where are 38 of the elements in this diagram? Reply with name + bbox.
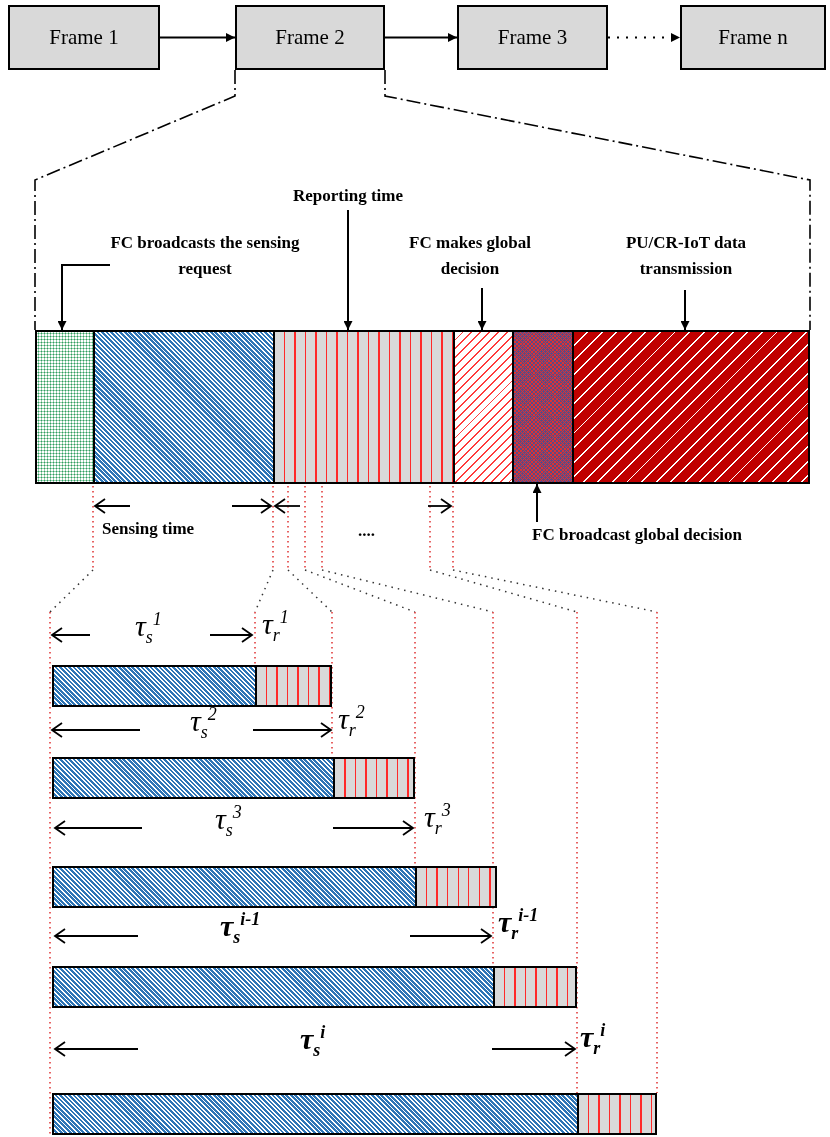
frame-label: Frame 2 — [275, 25, 345, 50]
time-slot — [52, 757, 335, 799]
annotation-text: PU/CR-IoT data transmission — [600, 230, 772, 290]
time-slot — [493, 966, 577, 1008]
time-slot — [255, 665, 332, 707]
time-slot — [52, 866, 417, 908]
time-slot — [415, 866, 497, 908]
time-slot — [333, 757, 415, 799]
time-slot — [52, 966, 495, 1008]
time-slot — [577, 1093, 657, 1135]
time-slot — [35, 330, 95, 484]
time-slot — [273, 330, 455, 484]
time-slot — [512, 330, 574, 484]
frame-label: Frame 1 — [49, 25, 119, 50]
arrow — [343, 209, 353, 331]
arrow — [477, 287, 487, 331]
arrow — [680, 289, 690, 331]
arrow — [159, 33, 236, 42]
dimension-label: Sensing time — [102, 519, 195, 539]
dimension-label: .... — [358, 521, 375, 541]
frame-box — [235, 5, 385, 70]
arrow — [384, 33, 458, 42]
arrow — [57, 264, 111, 331]
time-slot — [453, 330, 514, 484]
time-slot — [93, 330, 275, 484]
frame-label: Frame n — [718, 25, 788, 50]
annotation-text: Reporting time — [263, 183, 433, 210]
time-slot — [52, 665, 257, 707]
arrow — [532, 483, 542, 523]
frame-box — [8, 5, 160, 70]
annotation-text: FC broadcasts the sensing request — [110, 230, 300, 286]
frame-label: Frame 3 — [497, 25, 568, 50]
annotation-text: FC broadcast global decision — [462, 522, 812, 548]
frame-box — [457, 5, 608, 70]
time-slot — [52, 1093, 579, 1135]
annotation-text: FC makes global decision — [380, 230, 560, 288]
frame-box — [680, 5, 826, 70]
time-slot — [572, 330, 810, 484]
